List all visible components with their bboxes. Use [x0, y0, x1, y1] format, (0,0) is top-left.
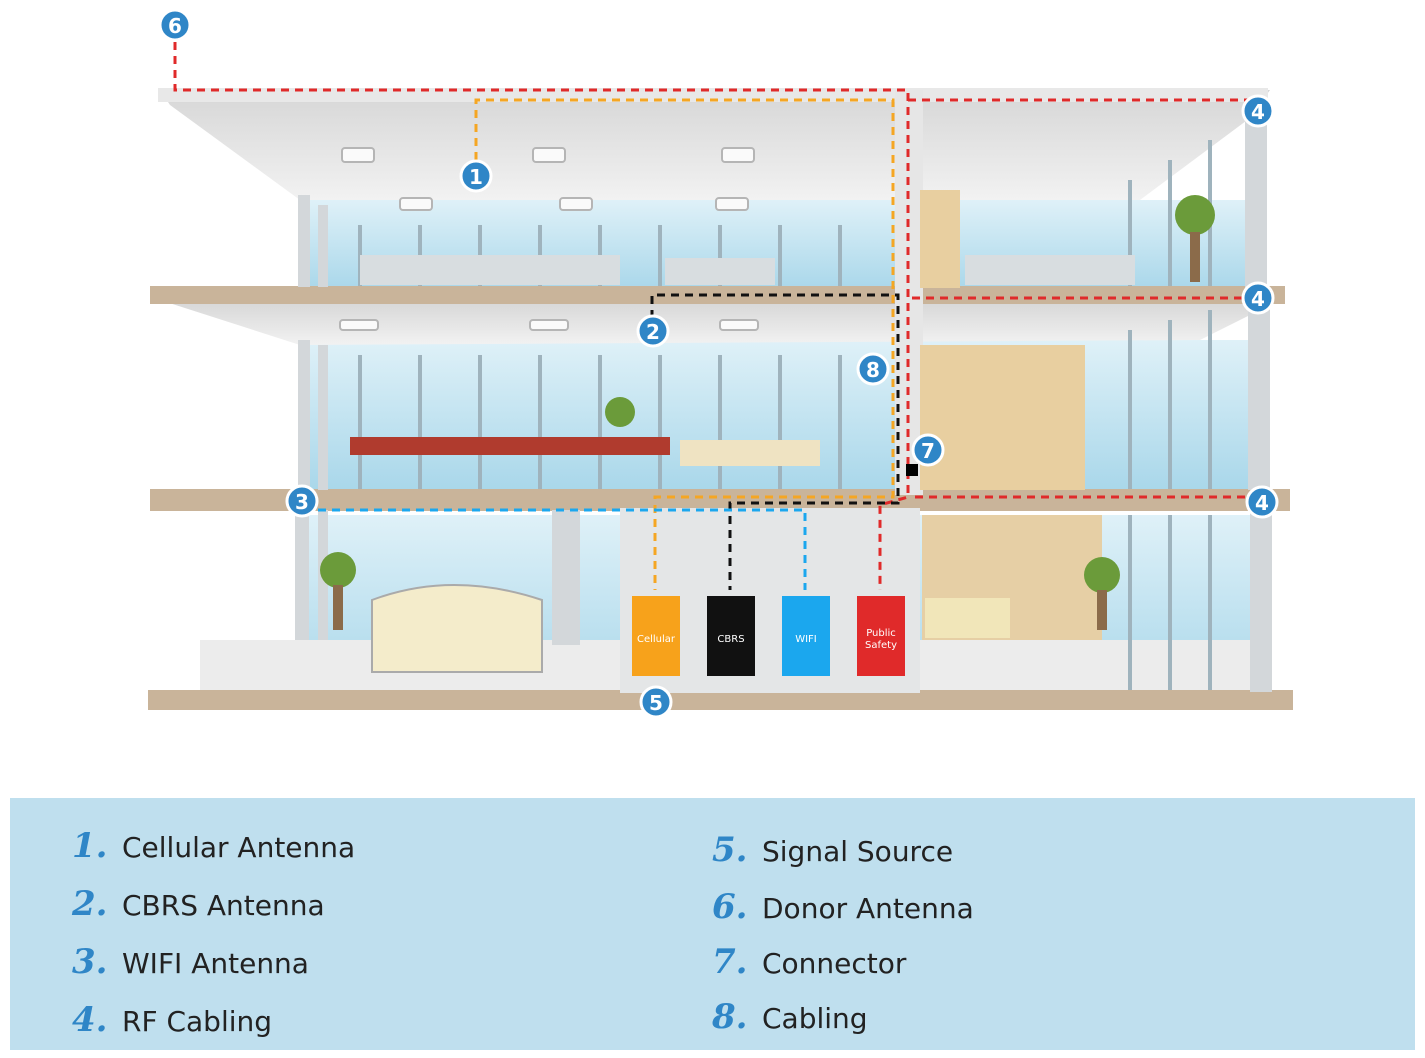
legend-number: 5. [712, 830, 748, 870]
markers: 1 2 3 4 4 4 5 6 7 8 [158, 8, 1279, 719]
rf-cabling-line [173, 42, 910, 590]
svg-text:2: 2 [646, 320, 660, 344]
svg-text:4: 4 [1251, 100, 1265, 124]
svg-text:1: 1 [469, 165, 483, 189]
svg-text:Safety: Safety [865, 640, 897, 651]
marker-6: 6 [158, 8, 192, 42]
marker-4-middle: 4 [1241, 281, 1275, 315]
ceiling-lights [339, 147, 759, 331]
legend-label: CBRS Antenna [122, 889, 325, 922]
legend-number: 2. [72, 884, 108, 924]
marker-2: 2 [636, 314, 670, 348]
svg-text:Cellular: Cellular [637, 634, 676, 645]
signal-sources: Cellular CBRS WIFI Public Safety [632, 596, 905, 676]
legend-panel: 1. Cellular Antenna 2. CBRS Antenna 3. W… [10, 798, 1415, 1050]
legend-item-signal-source: 5. Signal Source [712, 830, 953, 870]
svg-text:5: 5 [649, 691, 663, 715]
signal-source-cbrs: CBRS [707, 596, 755, 676]
svg-text:CBRS: CBRS [717, 634, 744, 645]
legend-item-cabling: 8. Cabling [712, 997, 868, 1037]
building-structure [148, 88, 1293, 710]
legend-item-wifi-antenna: 3. WIFI Antenna [72, 942, 309, 982]
cellular-cabling-line [474, 98, 895, 590]
legend-item-cbrs-antenna: 2. CBRS Antenna [72, 884, 325, 924]
floor2-slab [150, 489, 1290, 511]
right-wing-wall-f2 [920, 345, 1085, 490]
legend-item-cellular-antenna: 1. Cellular Antenna [72, 826, 355, 866]
furniture [320, 195, 1215, 673]
legend-item-donor-antenna: 6. Donor Antenna [712, 887, 974, 927]
legend-item-connector: 7. Connector [712, 942, 906, 982]
legend-label: Cabling [762, 1002, 868, 1035]
legend-number: 8. [712, 997, 748, 1037]
legend-label: Signal Source [762, 835, 954, 868]
legend-label: Donor Antenna [762, 892, 974, 925]
signal-source-cellular: Cellular [632, 596, 680, 676]
marker-8: 8 [856, 352, 890, 386]
signal-source-public-safety: Public Safety [857, 596, 905, 676]
cbrs-cabling-line [650, 293, 900, 590]
marker-7: 7 [911, 433, 945, 467]
connector-box [906, 464, 918, 476]
roof-ceiling [160, 90, 1270, 200]
legend-label: RF Cabling [122, 1005, 273, 1038]
legend-label: Cellular Antenna [122, 831, 356, 864]
svg-text:WIFI: WIFI [795, 634, 817, 645]
legend-number: 7. [712, 942, 748, 982]
svg-text:8: 8 [866, 358, 880, 382]
marker-5: 5 [639, 685, 673, 719]
marker-4-bottom: 4 [1245, 485, 1279, 519]
svg-text:Public: Public [866, 628, 896, 639]
columns [295, 110, 1272, 692]
svg-text:4: 4 [1251, 287, 1265, 311]
right-wing-wall-f3 [920, 190, 960, 288]
legend-number: 3. [72, 942, 108, 982]
marker-4-top: 4 [1241, 94, 1275, 128]
building-cutaway-diagram: Cellular CBRS WIFI Public Safety 1 2 3 4… [148, 8, 1293, 719]
svg-text:7: 7 [921, 439, 935, 463]
signal-source-wifi: WIFI [782, 596, 830, 676]
legend-number: 4. [72, 1000, 108, 1040]
svg-text:4: 4 [1255, 491, 1269, 515]
marker-1: 1 [459, 159, 493, 193]
legend-label: Connector [762, 947, 907, 980]
marker-3: 3 [285, 484, 319, 518]
ground-slab [148, 690, 1293, 710]
svg-text:6: 6 [168, 14, 182, 38]
legend-label: WIFI Antenna [122, 947, 309, 980]
legend-number: 6. [712, 887, 748, 927]
legend-number: 1. [72, 826, 108, 866]
svg-text:3: 3 [295, 490, 309, 514]
legend-item-rf-cabling: 4. RF Cabling [72, 1000, 272, 1040]
